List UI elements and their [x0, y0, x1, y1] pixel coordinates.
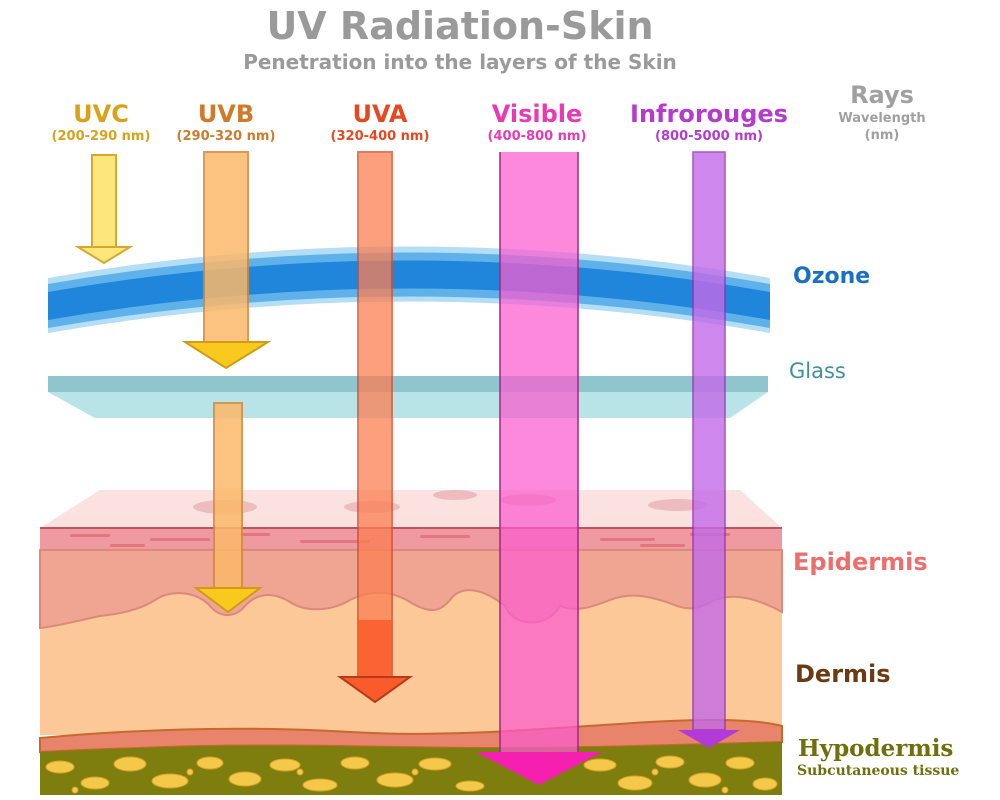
rays-wavelength-legend: Rays Wavelength (nm)	[838, 81, 926, 143]
ray-label-uvb: UVB (290-320 nm)	[176, 100, 276, 144]
fat-cells	[45, 755, 778, 794]
uva-arrow	[336, 151, 414, 704]
diagram-title: UV Radiation-Skin	[266, 4, 654, 48]
ray-label-uva: UVA (320-400 nm)	[330, 100, 430, 144]
ray-label-infrared: Infrorouges (800-5000 nm)	[630, 100, 788, 144]
diagram-subtitle: Penetration into the layers of the Skin	[243, 50, 677, 74]
layer-label-hypodermis: Hypodermis	[798, 735, 954, 762]
layer-label-subcutaneous: Subcutaneous tissue	[797, 763, 960, 779]
ray-label-visible: Visible (400-800 nm)	[487, 100, 587, 144]
uvc-arrow	[74, 154, 134, 265]
glass-edge	[48, 376, 768, 392]
layer-label-dermis: Dermis	[795, 660, 891, 688]
layer-label-ozone: Ozone	[793, 264, 871, 289]
visible-arrow	[476, 152, 602, 785]
ray-label-uvc: UVC (200-290 nm)	[51, 100, 151, 144]
layer-label-glass: Glass	[789, 359, 846, 383]
hypodermis-layer	[40, 742, 782, 795]
infrared-arrow	[678, 151, 740, 748]
layer-label-epidermis: Epidermis	[793, 548, 928, 576]
skin-pore	[433, 490, 477, 500]
uvb-arrow	[181, 151, 272, 614]
